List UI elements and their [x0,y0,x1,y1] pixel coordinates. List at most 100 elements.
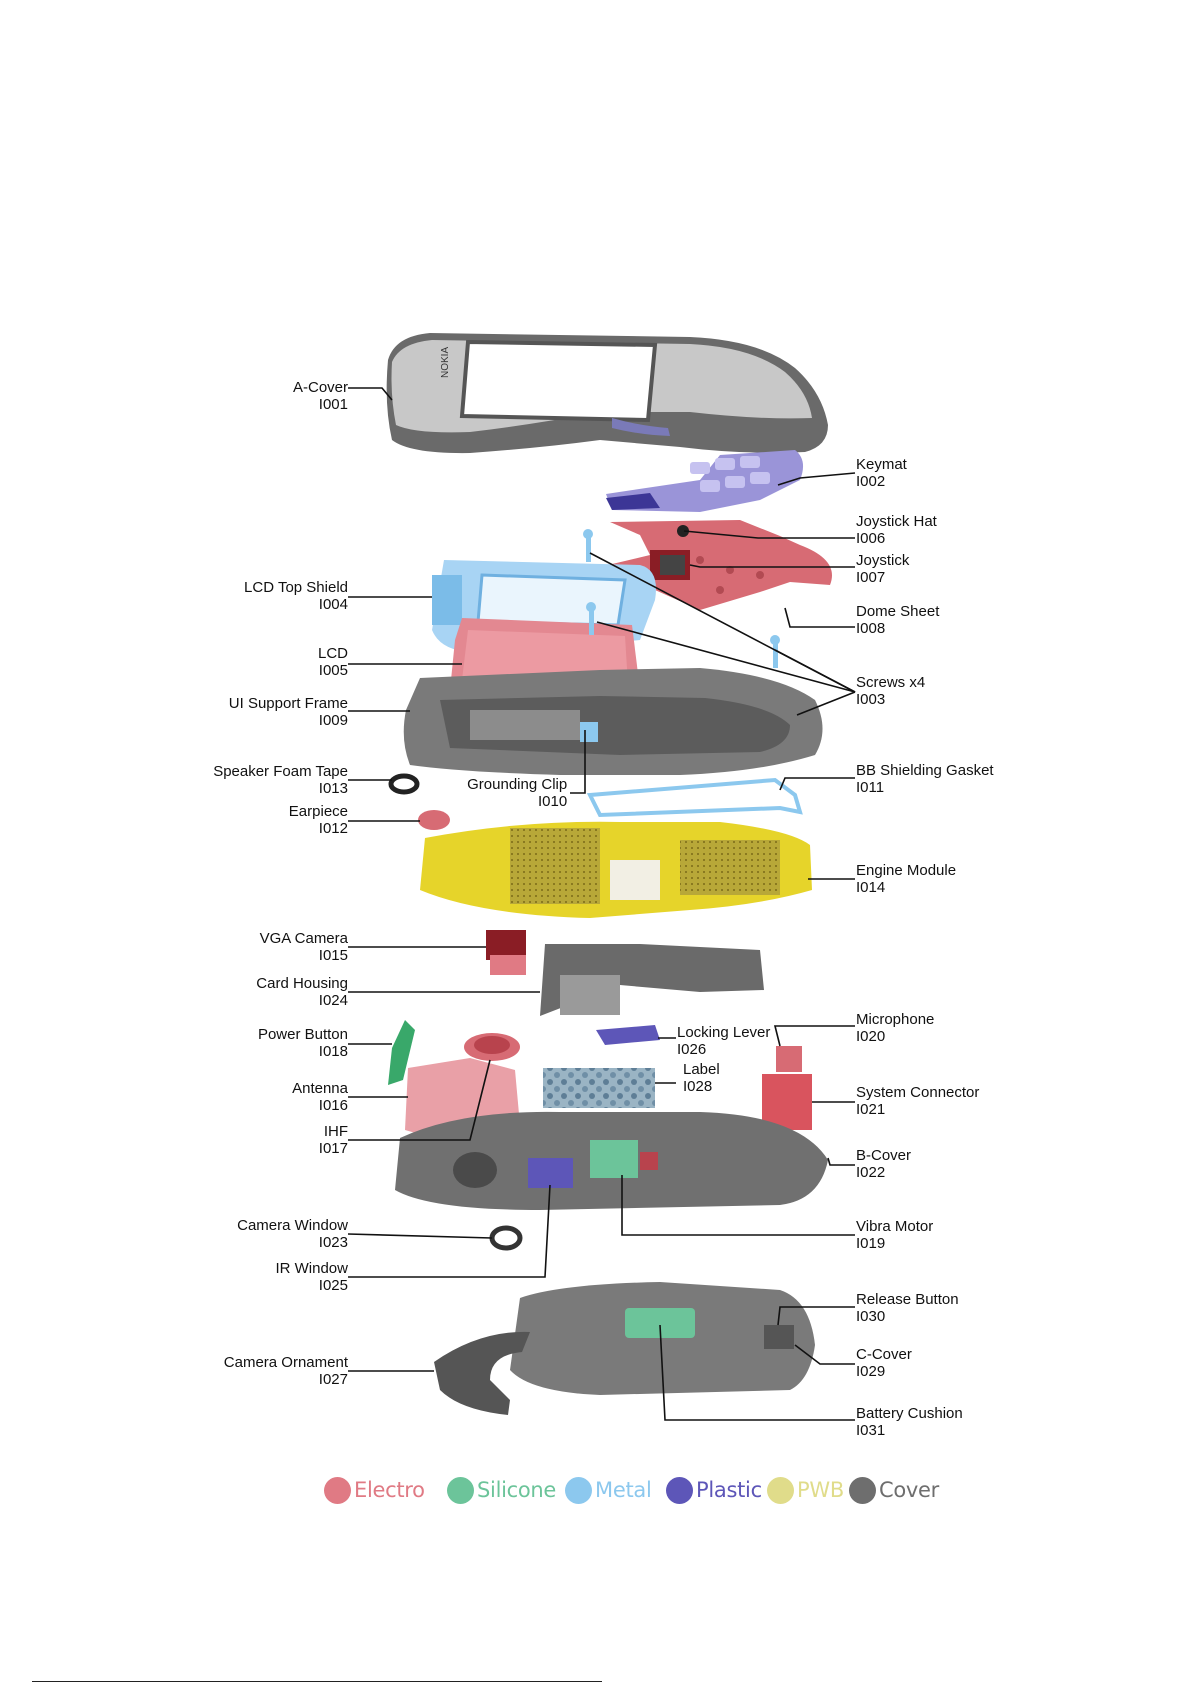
part-name: LCD Top Shield [244,579,348,596]
part-name: Dome Sheet [856,603,940,620]
legend-label: Plastic [696,1478,762,1502]
part-name: Earpiece [288,803,348,820]
joystick-part [650,550,690,580]
part-code: I002 [856,473,886,490]
power-button-part [388,1020,415,1085]
part-code: I003 [856,691,886,708]
part-name: Vibra Motor [856,1218,934,1235]
dome-sheet-part [608,520,832,610]
part-code: I014 [856,879,886,896]
card-housing-part [540,944,764,1016]
part-code: I013 [318,780,348,797]
part-name: Speaker Foam Tape [213,763,348,780]
part-code: I018 [318,1043,348,1060]
part-code: I022 [856,1164,886,1181]
part-name: Camera Ornament [223,1354,348,1371]
part-code: I006 [856,530,886,547]
part-code: I027 [318,1371,348,1388]
page-footer-rule [32,1681,602,1682]
legend-electro: Electro [324,1476,425,1504]
part-code: I023 [318,1234,348,1251]
part-code: I031 [856,1422,886,1439]
part-name: Label [683,1061,720,1078]
part-code: I012 [318,820,348,837]
legend-plastic: Plastic [666,1476,762,1504]
earpiece-part [418,810,450,830]
legend-pwb: PWB [767,1476,844,1504]
legend-label: Metal [595,1478,652,1502]
part-code: I026 [677,1041,707,1058]
camera-ornament-part [434,1331,530,1415]
legend-swatch [324,1476,351,1504]
legend-swatch [666,1476,693,1504]
engine-module-part [420,821,812,918]
part-name: Locking Lever [677,1024,771,1041]
part-code: I001 [318,396,348,413]
legend-swatch [767,1476,794,1504]
part-name: UI Support Frame [228,695,348,712]
part-name: Keymat [856,456,907,473]
part-code: I005 [318,662,348,679]
locking-lever-part [596,1025,660,1045]
part-code: I004 [318,596,348,613]
part-name: Camera Window [237,1217,348,1234]
part-name: VGA Camera [259,930,348,947]
part-name: System Connector [856,1084,980,1101]
part-code: I028 [683,1078,713,1095]
c-cover-part [510,1282,815,1395]
ui-support-frame-part [403,668,823,775]
part-name: Power Button [257,1026,348,1043]
part-name: Microphone [856,1011,935,1028]
part-name: Screws x4 [856,674,926,691]
part-code: I010 [538,793,568,810]
legend-swatch [849,1476,876,1504]
part-name: Joystick Hat [856,513,937,530]
a-cover-part: NOKIA [386,333,828,454]
part-name: Release Button [856,1291,959,1308]
part-name: B-Cover [856,1147,912,1164]
part-code: I009 [318,712,348,729]
system-connector-part [762,1074,812,1130]
leader-lines [347,387,856,1421]
legend-swatch [565,1476,592,1504]
speaker-foam-tape-part [388,773,420,795]
b-cover-part [395,1111,828,1210]
microphone-part [776,1046,802,1072]
part-code: I024 [318,992,348,1009]
legend-label: Electro [354,1478,425,1502]
part-code: I017 [318,1140,348,1157]
brand-logo: NOKIA [440,347,451,378]
part-code: I011 [856,779,885,796]
legend-label: Cover [879,1478,939,1502]
bb-shielding-gasket-part [586,777,803,818]
legend-label: PWB [797,1478,844,1502]
part-code: I021 [856,1101,886,1118]
part-name: Antenna [292,1080,348,1097]
release-button-part [764,1325,794,1349]
keymat-part [606,450,804,512]
